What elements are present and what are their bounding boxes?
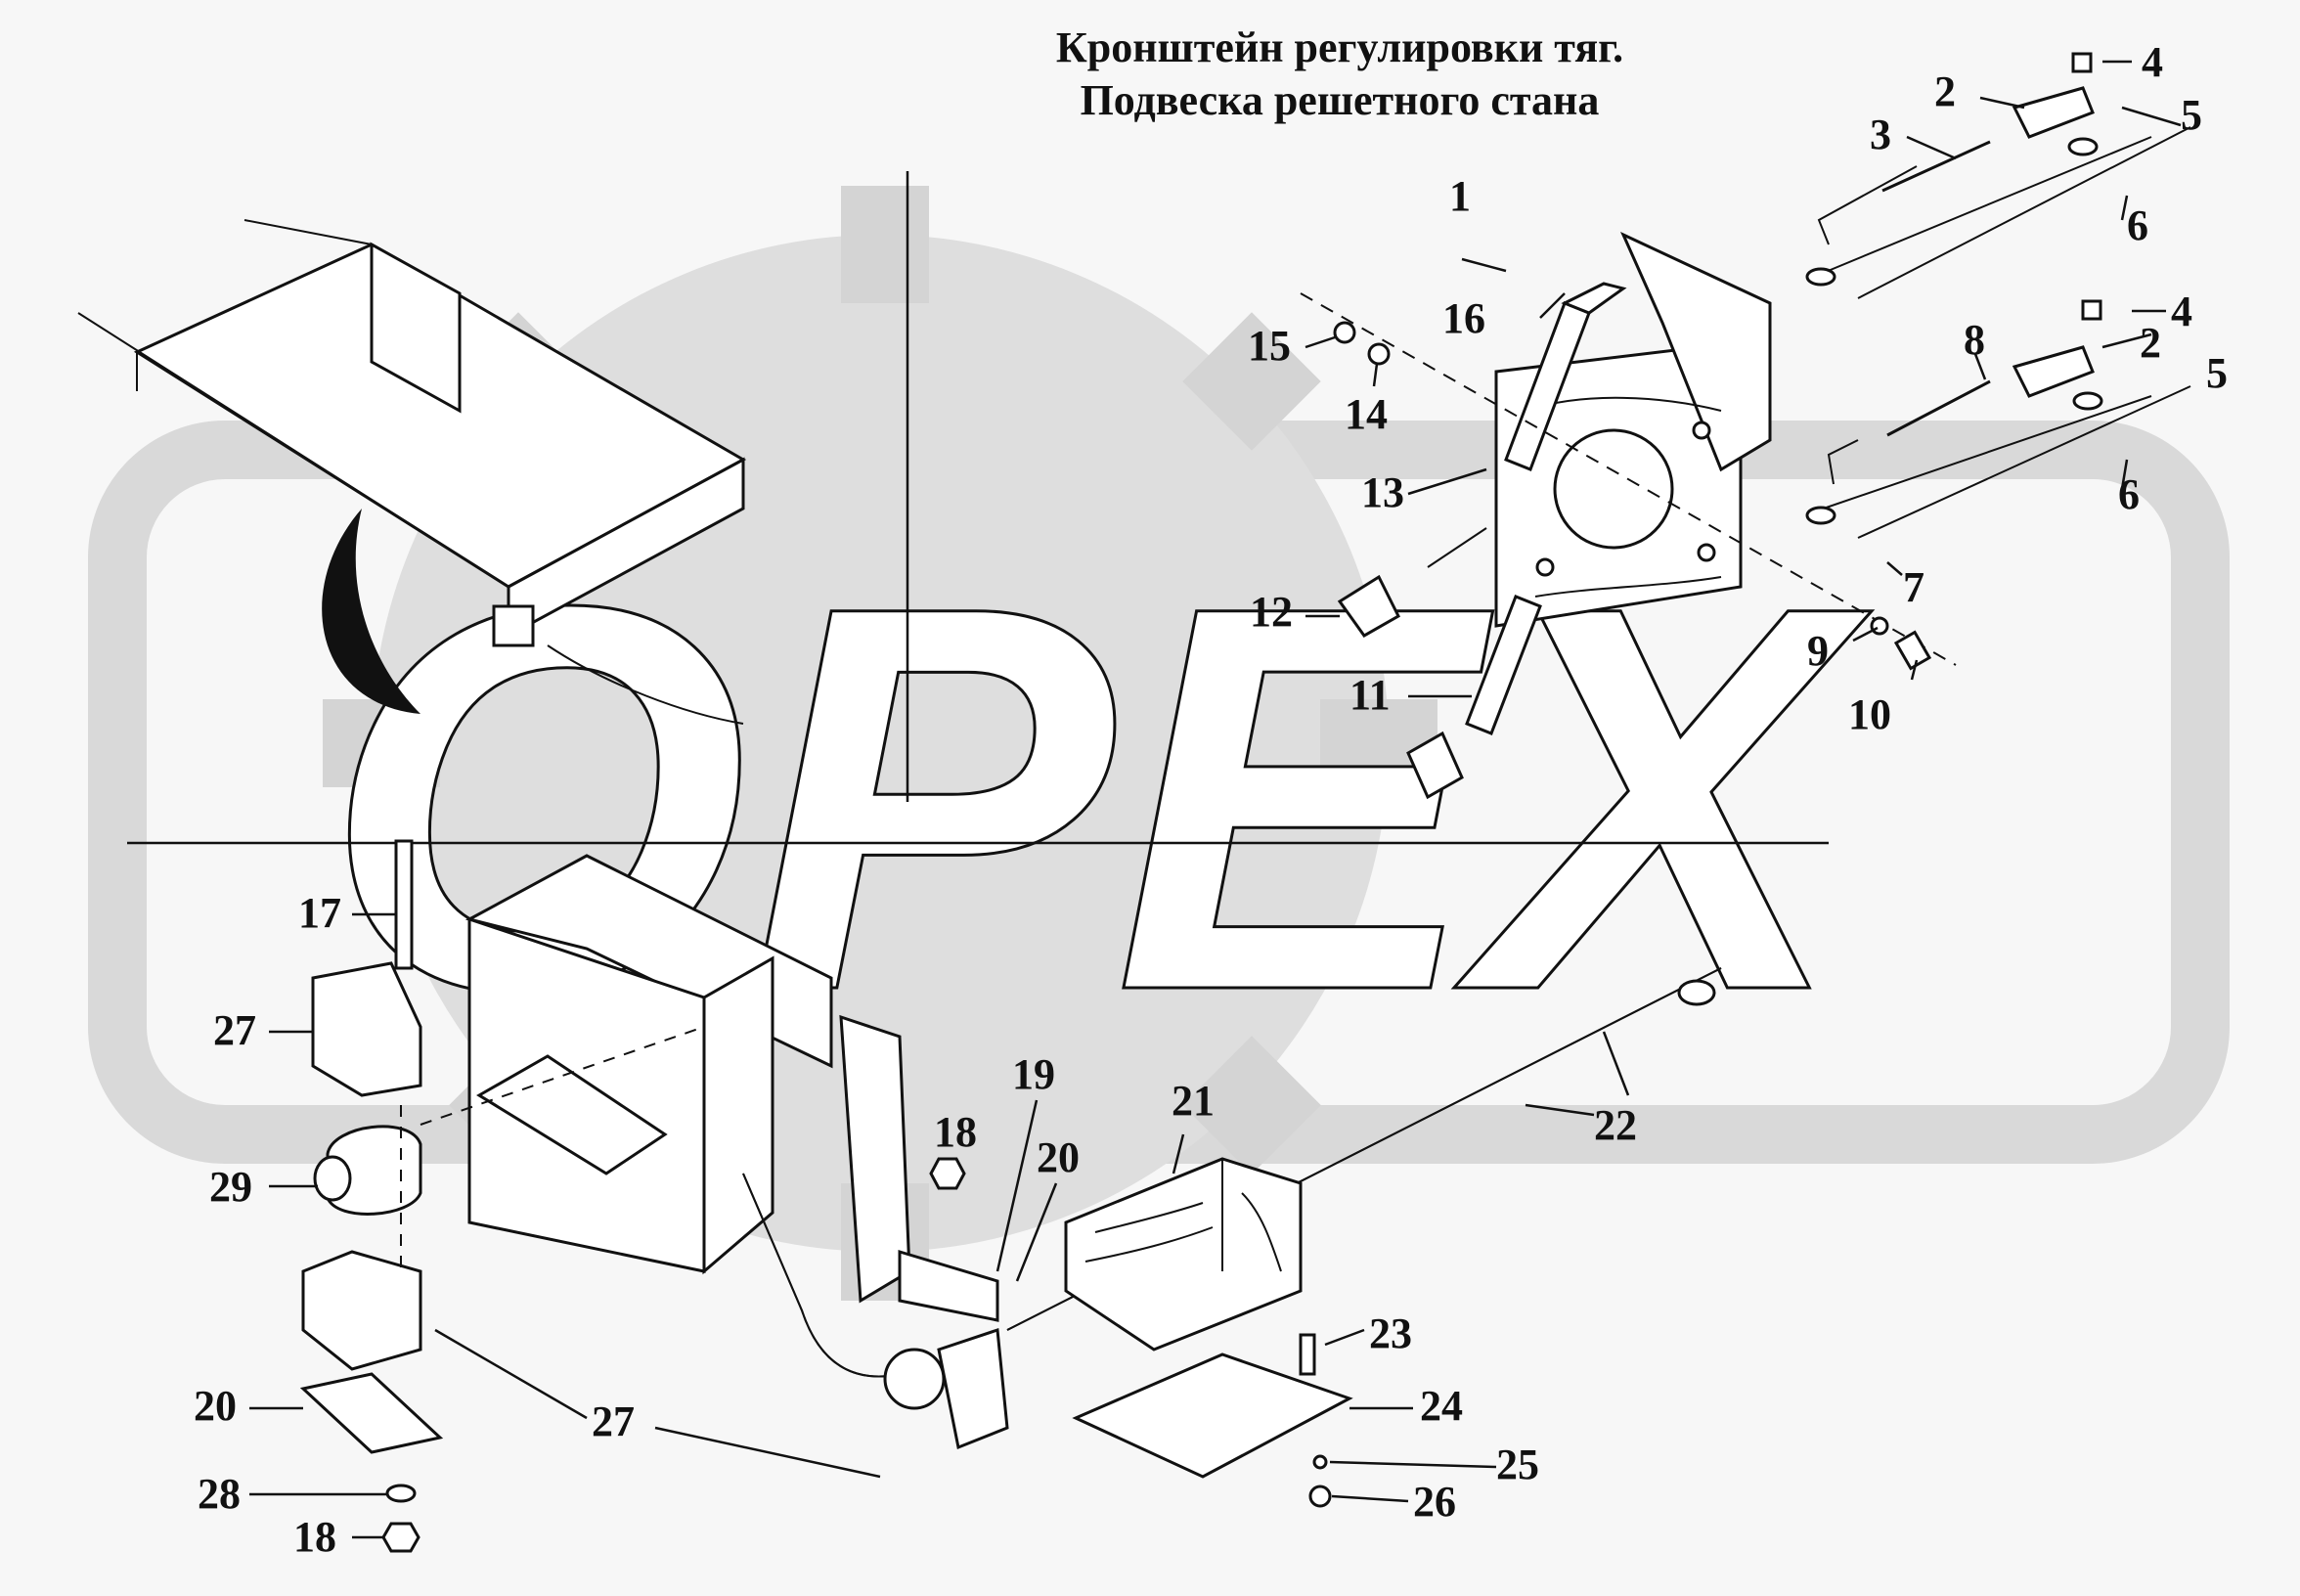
hanger-drawing (299, 839, 1722, 1553)
page-title: Кронштейн регулировки тяг. Подвеска реше… (851, 22, 1829, 127)
callout-label: 5 (2181, 91, 2202, 139)
callout-label: 4 (2171, 288, 2192, 335)
sieve-frame-drawing (77, 219, 747, 725)
callout-label: 11 (1349, 671, 1391, 719)
callout-label: 15 (1248, 322, 1291, 370)
callout-label: 25 (1496, 1441, 1539, 1488)
callout-label: 16 (1442, 294, 1485, 342)
callout-label: 14 (1345, 390, 1388, 438)
rods-drawing (1805, 52, 2191, 539)
callout-label: 23 (1369, 1309, 1412, 1357)
callout-label: 19 (1012, 1050, 1055, 1098)
callout-label: 6 (2127, 201, 2148, 249)
callout-label: 13 (1361, 468, 1404, 516)
callout-label: 21 (1172, 1077, 1215, 1125)
callout-label: 2 (1934, 67, 1956, 115)
callout-label: 22 (1594, 1101, 1637, 1149)
callout-label: 12 (1250, 588, 1293, 636)
callout-label: 28 (198, 1470, 241, 1518)
callout-label: 26 (1413, 1478, 1456, 1526)
callout-label: 6 (2118, 470, 2140, 518)
callout-label: 24 (1420, 1382, 1463, 1430)
callout-label: 5 (2206, 349, 2228, 397)
title-line-1: Кронштейн регулировки тяг. (1055, 23, 1624, 71)
callout-label: 20 (1037, 1133, 1080, 1181)
callout-label: 4 (2142, 38, 2163, 86)
callout-label: 27 (592, 1397, 635, 1445)
leader-lines (249, 60, 2182, 1539)
callout-labels: 1 2 3 4 5 6 4 2 8 5 6 7 16 15 14 13 12 1… (194, 38, 2228, 1561)
callout-label: 9 (1807, 627, 1829, 675)
title-line-2: Подвеска решетного стана (1080, 76, 1600, 124)
callout-label: 17 (298, 889, 341, 937)
callout-label: 18 (293, 1513, 336, 1561)
bracket-drawing (1300, 231, 1957, 800)
callout-label: 29 (209, 1163, 252, 1211)
callout-label: 2 (2140, 319, 2161, 367)
callout-label: 8 (1964, 316, 1985, 364)
callout-label: 7 (1903, 563, 1924, 611)
callout-label: 27 (213, 1006, 256, 1054)
callout-label: 20 (194, 1382, 237, 1430)
callout-label: 10 (1848, 690, 1891, 738)
callout-label: 18 (934, 1108, 977, 1156)
callout-label: 1 (1449, 172, 1471, 220)
callout-label: 3 (1870, 111, 1891, 158)
